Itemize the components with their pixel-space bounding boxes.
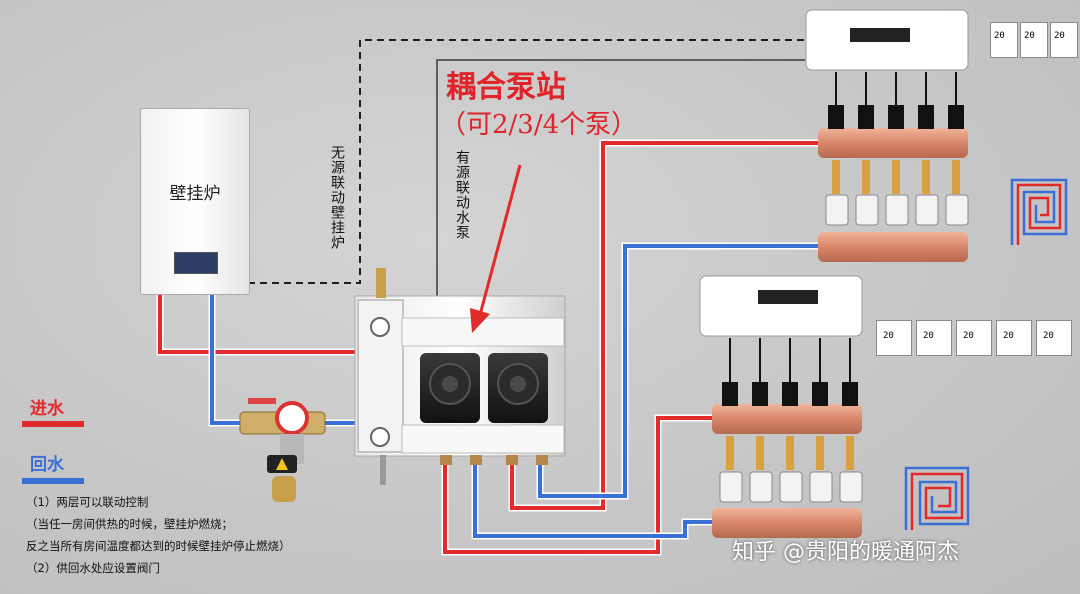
note-line-1: （1）两层可以联动控制: [26, 495, 149, 509]
station-subtitle: （可2/3/4个泵）: [440, 110, 638, 140]
thermostat: 20: [1020, 22, 1048, 58]
lower-supply-pipe: [441, 414, 712, 556]
thermostat: 20: [956, 320, 992, 356]
thermostat-reading: 20: [1024, 31, 1035, 41]
legend-supply-label: 进水: [30, 399, 64, 419]
control-wire-active: [436, 59, 805, 300]
control-wire-passive: [248, 39, 805, 284]
note-line-4: （2）供回水处应设置阀门: [26, 561, 160, 575]
upper-supply-pipe: [508, 139, 818, 512]
active-link-label: 有源联动水泵: [454, 150, 470, 240]
floor-coil-upper: [1010, 178, 1068, 245]
controller-upper: [805, 9, 969, 71]
manifold-upper: [818, 72, 969, 262]
thermostat-reading: 20: [1054, 31, 1065, 41]
pointer-arrow: [470, 164, 522, 333]
passive-link-label: 无源联动壁挂炉: [329, 145, 345, 250]
thermostat-reading: 20: [1003, 331, 1014, 341]
boiler-display: [174, 252, 218, 274]
floor-coil-lower: [904, 466, 970, 530]
thermostat-reading: 20: [994, 31, 1005, 41]
note-line-2: （当任一房间供热的时候，壁挂炉燃烧；: [26, 517, 233, 531]
thermostat-reading: 20: [923, 331, 934, 341]
pump-station: [354, 268, 566, 485]
watermark: 知乎 @贵阳的暖通阿杰: [732, 540, 959, 565]
station-title: 耦合泵站: [446, 70, 566, 105]
filter-valve: [239, 398, 326, 502]
boiler-label: 壁挂炉: [169, 184, 221, 204]
thermostat: 20: [990, 22, 1018, 58]
thermostat-reading: 20: [1043, 331, 1054, 341]
thermostat: 20: [1036, 320, 1072, 356]
boiler: 壁挂炉: [140, 108, 250, 295]
controller-lower: [699, 275, 863, 337]
legend-supply-swatch: [22, 421, 84, 427]
legend-return-label: 回水: [30, 455, 64, 475]
thermostat: 20: [996, 320, 1032, 356]
legend-return-swatch: [22, 478, 84, 484]
thermostat-reading: 20: [963, 331, 974, 341]
thermostats-lower: 20 20 20 20 20: [876, 320, 1076, 358]
note-line-3: 反之当所有房间温度都达到的时候壁挂炉停止燃烧）: [26, 539, 291, 553]
thermostat: 20: [916, 320, 952, 356]
manifold-lower: [712, 338, 863, 538]
thermostat: 20: [876, 320, 912, 356]
thermostats-upper: 20 20 20: [990, 22, 1078, 60]
thermostat-reading: 20: [883, 331, 894, 341]
upper-return-pipe: [536, 242, 818, 500]
lower-return-pipe: [471, 460, 712, 540]
boiler-supply-pipe: [156, 292, 362, 356]
thermostat: 20: [1050, 22, 1078, 58]
